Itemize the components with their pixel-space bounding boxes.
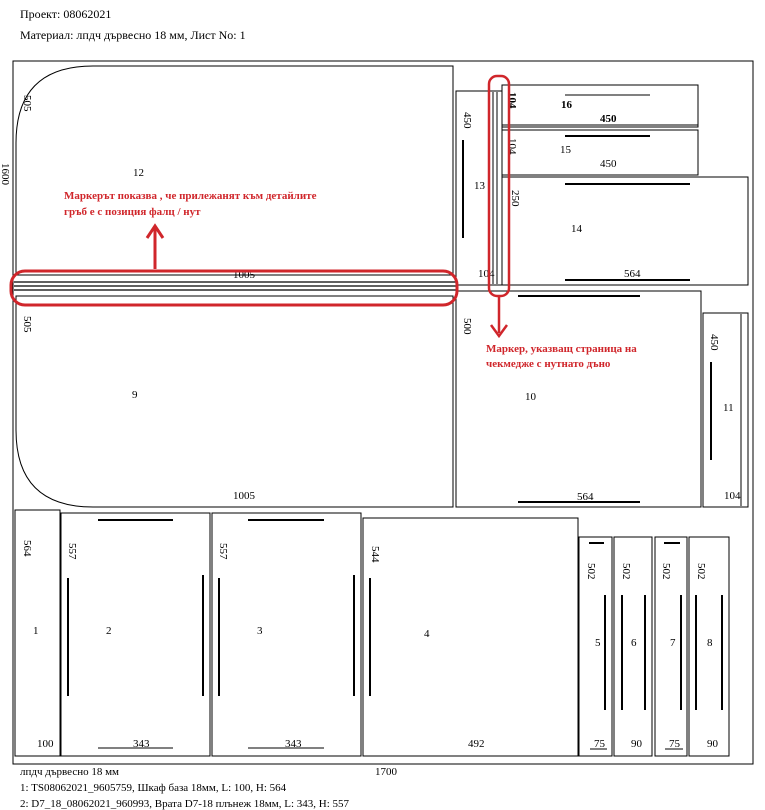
part-4-outline xyxy=(362,517,579,757)
part-4-length: 544 xyxy=(369,546,381,563)
sheet-height-label: 1600 xyxy=(0,163,11,186)
part-2-length: 557 xyxy=(66,543,78,560)
part-8-length: 502 xyxy=(695,563,707,580)
part-11-width: 104 xyxy=(724,490,741,502)
material-sheet-title: Материал: лпдч дървесно 18 мм, Лист No: … xyxy=(20,28,246,42)
part-14-length: 564 xyxy=(624,268,641,280)
annotation-arrowhead xyxy=(489,324,509,339)
part-13-id: 13 xyxy=(474,180,486,192)
part-7-width: 75 xyxy=(669,738,681,750)
part-1-width: 100 xyxy=(37,738,54,750)
part-16-outline xyxy=(501,84,699,128)
part-2-id: 2 xyxy=(106,625,112,637)
groove-marker-ellipse xyxy=(9,269,459,307)
part-10-outline xyxy=(455,290,702,508)
part-2-outline xyxy=(60,512,211,757)
part-16-length: 450 xyxy=(600,113,617,125)
part-1-length: 564 xyxy=(21,540,33,557)
part-6-id: 6 xyxy=(631,637,637,649)
part-9-outline xyxy=(15,295,454,508)
part-5-id: 5 xyxy=(595,637,601,649)
part-12-width: 505 xyxy=(21,95,33,112)
part-4-width: 492 xyxy=(468,738,485,750)
part-7-id: 7 xyxy=(670,637,676,649)
part-3-id: 3 xyxy=(257,625,263,637)
part-14-id: 14 xyxy=(571,223,583,235)
part-8-width: 90 xyxy=(707,738,719,750)
drawer-marker-ellipse xyxy=(487,74,511,298)
part-9-width: 505 xyxy=(21,316,33,333)
annotation-text-1a: Маркерът показва , че прилежанят към дет… xyxy=(64,190,317,202)
part-15-id: 15 xyxy=(560,144,572,156)
part-3-outline xyxy=(211,512,362,757)
part-15-length: 450 xyxy=(600,158,617,170)
part-6-outline xyxy=(613,536,653,757)
part-7-length: 502 xyxy=(660,563,672,580)
annotation-text-2a: Маркер, указващ страница на xyxy=(486,343,637,355)
part-5-length: 502 xyxy=(585,563,597,580)
part-6-length: 502 xyxy=(620,563,632,580)
part-8-outline xyxy=(688,536,730,757)
part-5-width: 75 xyxy=(594,738,606,750)
footer-material: лпдч дървесно 18 мм xyxy=(20,766,120,778)
part-12-outline xyxy=(15,65,454,276)
part-15-outline xyxy=(501,129,699,176)
part-12-id: 12 xyxy=(133,167,144,179)
part-14-width: 250 xyxy=(509,190,521,207)
part-8-id: 8 xyxy=(707,637,713,649)
part-3-length: 557 xyxy=(217,543,229,560)
part-7-outline xyxy=(654,536,688,757)
part-10-length: 564 xyxy=(577,491,594,503)
part-6-width: 90 xyxy=(631,738,643,750)
footer-line-1: 1: TS08062021_9605759, Шкаф база 18мм, L… xyxy=(20,782,287,794)
part-10-id: 10 xyxy=(525,391,537,403)
part-9-id: 9 xyxy=(132,389,138,401)
part-9-length: 1005 xyxy=(233,490,256,502)
part-11-id: 11 xyxy=(723,402,734,414)
annotation-arrowhead xyxy=(145,223,165,239)
annotation-text-1b: гръб е с позиция фалц / нут xyxy=(64,206,201,218)
part-14-outline xyxy=(501,176,749,286)
part-11-outline xyxy=(702,312,749,508)
part-1-id: 1 xyxy=(33,625,39,637)
sheet-outline xyxy=(12,60,754,765)
part-13-length: 450 xyxy=(461,112,473,129)
sheet-width-label: 1700 xyxy=(375,766,398,778)
annotation-text-2b: чекмедже с нутнато дъно xyxy=(486,358,611,370)
part-2-width: 343 xyxy=(133,738,150,750)
part-16-id: 16 xyxy=(561,99,573,111)
part-10-width: 500 xyxy=(461,318,473,335)
part-3-width: 343 xyxy=(285,738,302,750)
part-13-width: 104 xyxy=(478,268,495,280)
part-4-id: 4 xyxy=(424,628,430,640)
footer-line-2: 2: D7_18_08062021_960993, Врата D7-18 пл… xyxy=(20,798,349,810)
part-5-outline xyxy=(578,536,613,757)
project-title: Проект: 08062021 xyxy=(20,7,112,21)
part-1-outline xyxy=(14,509,61,757)
part-11-length: 450 xyxy=(708,334,720,351)
